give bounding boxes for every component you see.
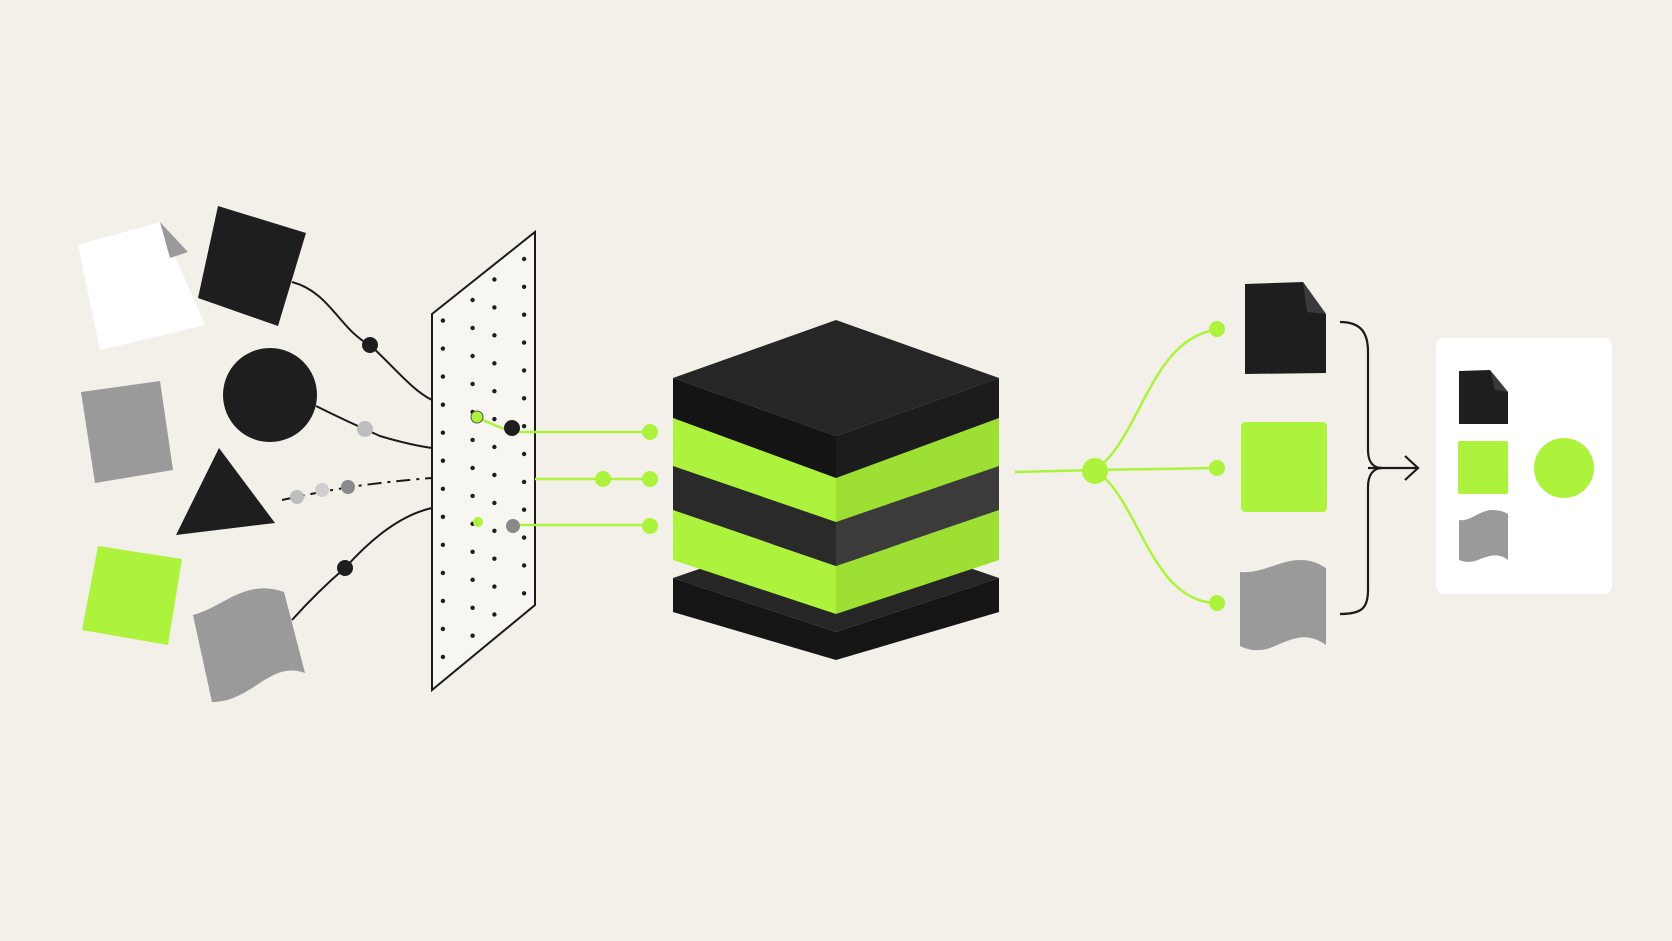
filter-hole	[470, 493, 475, 499]
filter-hole	[440, 542, 446, 547]
filter-hole	[470, 437, 475, 443]
filter-hole	[470, 465, 475, 471]
filter-hole	[492, 389, 497, 394]
white-document-icon	[78, 222, 205, 350]
connector-nodes	[290, 337, 378, 576]
filter-hole	[440, 374, 446, 379]
filter-hole	[521, 507, 527, 512]
wave-sheet-icon	[193, 588, 305, 702]
arrow-right-icon	[1368, 455, 1420, 481]
filter-hole	[492, 584, 497, 589]
wave-sheet-icon	[1240, 560, 1326, 651]
filter-hole	[470, 633, 475, 638]
filter-hole	[440, 318, 446, 323]
output-card	[1436, 338, 1612, 594]
green-square-icon	[82, 546, 182, 645]
green-square-icon	[1241, 422, 1327, 512]
filter-hole	[440, 458, 446, 463]
filter-hole	[492, 305, 497, 310]
filter-hole	[521, 451, 527, 457]
filter-hole	[521, 396, 527, 401]
filter-output-nodes	[470, 410, 658, 534]
black-document-icon	[1459, 370, 1508, 424]
filter-hole	[492, 416, 497, 422]
stack-layer-black-top	[673, 320, 999, 478]
filter-hole	[521, 591, 527, 596]
wave-sheet-icon	[1459, 510, 1508, 562]
black-triangle-icon	[176, 448, 275, 535]
filter-hole	[440, 654, 446, 660]
filter-hole	[521, 340, 527, 345]
filter-hole	[492, 444, 497, 450]
filter-hole	[440, 346, 446, 351]
filter-hole	[492, 556, 497, 561]
filter-hole	[521, 368, 527, 373]
filter-hole	[521, 563, 527, 568]
filter-hole	[492, 528, 497, 533]
stack-layer-green-lower	[673, 510, 999, 614]
black-cube-icon	[198, 206, 306, 326]
filter-hole	[492, 612, 497, 617]
black-circle-icon	[223, 348, 317, 442]
filter-hole	[470, 353, 475, 359]
filter-hole	[440, 598, 446, 604]
filter-hole	[440, 626, 446, 632]
filter-hole	[470, 577, 475, 582]
filter-hole	[521, 312, 527, 317]
filter-hole	[440, 430, 446, 435]
stack-layer-green-upper	[673, 418, 999, 522]
filter-hole	[521, 479, 527, 485]
filter-hole	[521, 424, 527, 429]
filter-hole	[492, 333, 497, 338]
layered-stack	[673, 320, 999, 660]
black-document-icon	[1245, 282, 1326, 374]
input-connectors	[281, 281, 433, 621]
gray-square-icon	[81, 381, 173, 483]
filter-hole	[440, 514, 446, 519]
green-square-icon	[1458, 441, 1508, 494]
branch-connectors	[1014, 328, 1216, 605]
filter-hole	[470, 325, 475, 331]
input-shapes	[78, 206, 317, 702]
filter-hole	[492, 277, 497, 282]
filter-hole	[492, 361, 497, 366]
filter-hole	[440, 486, 446, 491]
filter-hole	[470, 381, 475, 387]
filter-hole	[521, 256, 527, 262]
filter-hole	[521, 535, 527, 540]
filter-hole	[470, 549, 475, 554]
filter-hole	[470, 605, 475, 610]
filter-hole	[470, 297, 475, 303]
filter-hole	[440, 402, 446, 407]
filter-hole	[521, 284, 527, 289]
branch-icons	[1240, 282, 1327, 651]
filter-hole	[492, 472, 497, 478]
branch-nodes	[1082, 321, 1225, 611]
stack-layer-dark-middle	[673, 465, 999, 566]
green-circle-icon	[1534, 438, 1594, 498]
filter-hole	[440, 570, 446, 576]
perforated-filter-panel	[431, 229, 536, 693]
filter-holes	[440, 256, 527, 660]
filter-hole	[492, 500, 497, 506]
